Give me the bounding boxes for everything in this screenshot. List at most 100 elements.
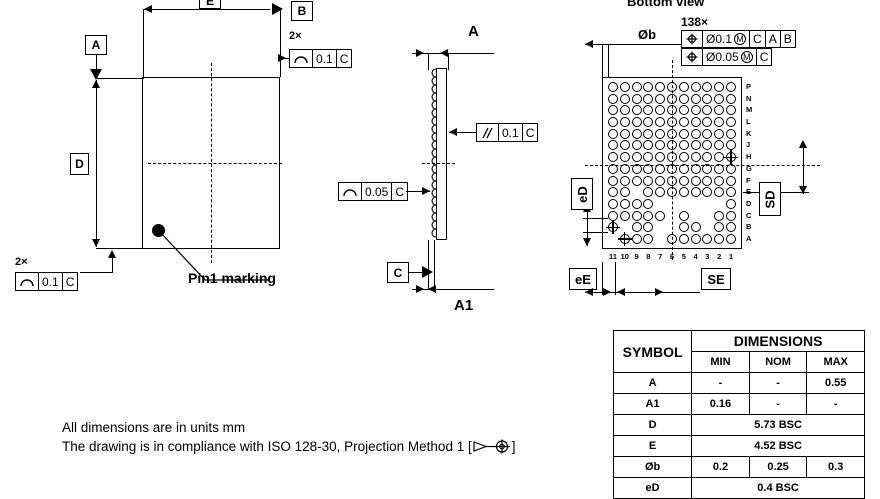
dim-arrow-a-left [416, 49, 424, 57]
ball-dia-arrow-left [585, 40, 593, 48]
ball [678, 234, 689, 244]
row-label: L [746, 117, 751, 127]
profile-leader [406, 191, 430, 192]
ball [726, 82, 736, 92]
dim-arrow-d-top [92, 80, 100, 88]
table-header-row-1: SYMBOL DIMENSIONS [612, 330, 865, 373]
units-note: All dimensions are in units mm [62, 420, 246, 435]
ball [690, 163, 701, 174]
pin1-leader [159, 231, 268, 281]
cell-min: 0.16 [691, 393, 750, 415]
position-2-datum-c: C [759, 50, 769, 64]
ball [619, 210, 630, 221]
profile-surface-icon [16, 273, 39, 290]
flatness-bottom-tol: 0.1 [39, 273, 63, 290]
iso-note: The drawing is in compliance with ISO 12… [62, 437, 515, 459]
ball [631, 105, 642, 116]
ball-dia-label: Øb [638, 27, 657, 42]
ext-line-d-top [96, 78, 144, 79]
ball [714, 128, 725, 139]
position-1-datum-a: A [766, 31, 781, 47]
ball [690, 187, 701, 198]
row-label: G [746, 163, 752, 173]
row-label: K [746, 128, 752, 138]
ball [643, 187, 654, 198]
ball [655, 187, 666, 198]
ball [655, 128, 666, 139]
ext-line-ed-bottom [583, 232, 608, 233]
ball [702, 117, 713, 128]
profile-leader-arrow [422, 187, 430, 195]
column-label: 9 [634, 252, 639, 261]
ball [608, 187, 618, 198]
header-symbol: SYMBOL [612, 330, 693, 373]
cell-symbol: A [612, 372, 693, 394]
ball [608, 210, 618, 221]
ball-column-side [431, 68, 437, 238]
cell-nom: 0.25 [748, 456, 808, 478]
ball [655, 93, 666, 104]
flatness-top-leader-arrow [278, 54, 286, 62]
cell-max: 0.55 [806, 372, 865, 394]
drawing-notes: All dimensions are in units mm The drawi… [62, 418, 515, 459]
dim-line-sd [803, 144, 804, 194]
ext-line-bottom-1 [602, 262, 603, 295]
ball [690, 93, 701, 104]
ball [643, 117, 654, 128]
ball [690, 175, 701, 186]
cell-min: - [691, 372, 750, 394]
row-label: C [746, 210, 752, 220]
parallelism-leader [449, 132, 476, 133]
ext-line-d-bottom [96, 248, 144, 249]
ball [714, 210, 725, 221]
ball [726, 128, 736, 139]
mmc-modifier-icon: M [740, 51, 753, 63]
ball [655, 175, 666, 186]
ball [608, 105, 618, 116]
dim-line-a [412, 53, 494, 54]
ball [714, 222, 725, 233]
ball [608, 93, 618, 104]
flatness-top-tol: 0.1 [313, 50, 337, 67]
dim-arrow-ed-bottom [583, 238, 591, 246]
header-max: MAX [806, 351, 865, 373]
bottom-centerline-horizontal [585, 165, 820, 166]
dim-arrow-bottom-4 [655, 288, 663, 296]
ball [678, 152, 689, 163]
ball [690, 82, 701, 92]
iso-note-prefix: The drawing is in compliance with ISO 12… [62, 439, 472, 454]
ball [608, 128, 618, 139]
ball-dia-leader [585, 44, 681, 45]
datum-a-arrow [90, 69, 102, 80]
ext-line-e-left [143, 9, 144, 77]
ball [702, 175, 713, 186]
ball-dia-ext-1 [602, 44, 603, 77]
ball [726, 234, 736, 244]
ball-datum-target [724, 150, 738, 165]
ball [619, 117, 630, 128]
dim-line-ed [587, 208, 588, 246]
ball [608, 152, 618, 163]
ball [714, 93, 725, 104]
ball [714, 187, 725, 198]
ball [714, 82, 725, 92]
ball [643, 93, 654, 104]
ball [643, 105, 654, 116]
ball [726, 222, 736, 233]
ball [631, 222, 642, 233]
row-label: F [746, 175, 751, 185]
cell-max: - [806, 393, 865, 415]
ext-line-a-left [428, 53, 429, 70]
ext-line-a-right [448, 53, 449, 70]
ball [678, 210, 689, 221]
ball [619, 140, 630, 151]
centerline-horizontal [148, 163, 282, 164]
dim-line-e [144, 9, 270, 10]
ball [631, 82, 642, 92]
cell-value-span: 5.73 BSC [691, 414, 865, 436]
dim-label-ed: eD [571, 178, 593, 210]
